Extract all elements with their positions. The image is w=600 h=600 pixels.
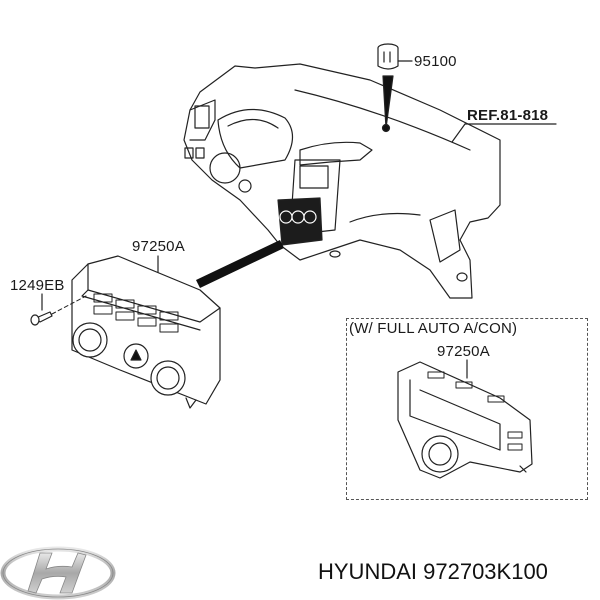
part-caption: HYUNDAI 972703K100 [318, 559, 548, 584]
dashboard-illustration [183, 63, 501, 299]
variant-title: (W/ FULL AUTO A/CON) [349, 320, 518, 337]
ref-leader [451, 123, 557, 143]
part-label-1249eb: 1249EB [10, 277, 65, 294]
part-label-ref: REF.81-818 [467, 107, 549, 124]
full-auto-variant-box [346, 318, 588, 500]
screw-illustration [30, 293, 87, 326]
heater-control-illustration [71, 255, 221, 409]
part-label-95100: 95100 [414, 53, 457, 70]
auto-control-illustration [397, 359, 533, 479]
part-label-97250a: 97250A [132, 238, 185, 255]
hyundai-logo-icon [0, 546, 116, 600]
part-label-97250a-auto: 97250A [437, 343, 490, 360]
sensor-95100-illustration [377, 43, 413, 133]
install-arrow [196, 240, 284, 288]
